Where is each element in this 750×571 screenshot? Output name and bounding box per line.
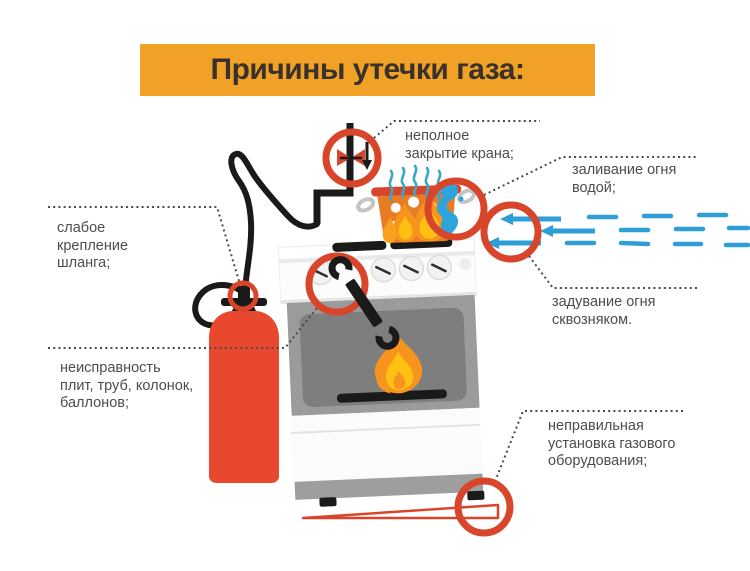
leader-fault — [48, 307, 318, 349]
callout-draft-label: задувание огня сквозняком. — [552, 294, 656, 328]
callout-valve-label: неполное закрытие крана; — [405, 128, 514, 162]
stove-foot-left — [319, 497, 337, 507]
gas-cylinder-icon — [209, 286, 279, 483]
water-highlight-circle — [424, 177, 488, 241]
oven-shelf — [336, 389, 447, 403]
draft-wind-icon — [486, 212, 750, 249]
draft-highlight-circle — [480, 201, 542, 263]
knob-highlight-circle — [305, 252, 369, 316]
stove-plinth — [294, 473, 484, 500]
gas-stove-icon — [277, 237, 485, 507]
stove-knobs — [307, 254, 472, 286]
wedge-highlight-circle — [454, 477, 514, 537]
cylinder-body — [209, 311, 279, 483]
tilt-wedge-icon — [301, 503, 500, 520]
wrench-icon — [328, 256, 400, 350]
highlight-circles — [305, 128, 542, 537]
valve-highlight-circle — [322, 128, 382, 188]
stove-base — [289, 407, 483, 482]
callout-hose-label: слабое крепление шланга; — [57, 220, 129, 271]
oven-flame-icon — [374, 333, 423, 394]
drawer-seam — [290, 423, 481, 435]
leader-valve — [373, 120, 540, 139]
callout-install-label: неправильная установка газового оборудов… — [548, 418, 676, 469]
callout-fault-label: неисправность плит, труб, колонок, балло… — [60, 360, 194, 411]
pot-handle-left — [356, 197, 376, 213]
title-banner: Причины утечки газа: — [140, 44, 595, 96]
stove-foot-right — [467, 490, 485, 501]
burner-left — [332, 240, 387, 252]
leader-lines — [48, 120, 697, 480]
callout-water-label: заливание огня водой; — [572, 162, 677, 196]
leader-draft — [528, 255, 697, 289]
leader-install — [495, 410, 683, 480]
hose-connection-highlight-circle — [227, 280, 259, 312]
gas-valve-icon — [337, 142, 372, 170]
control-panel-edge — [280, 291, 477, 305]
page-title: Причины утечки газа: — [210, 53, 525, 86]
